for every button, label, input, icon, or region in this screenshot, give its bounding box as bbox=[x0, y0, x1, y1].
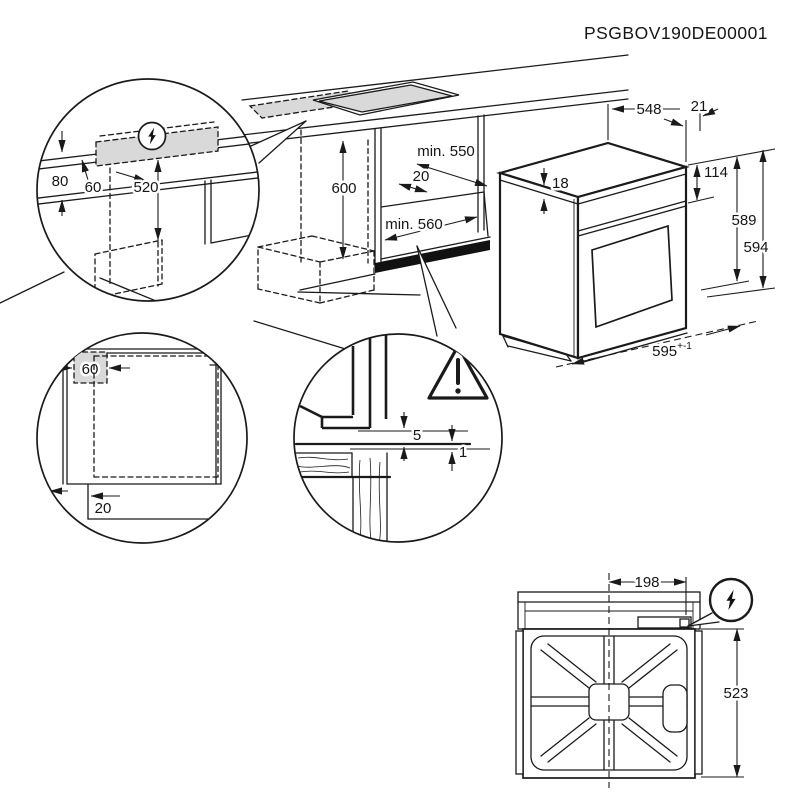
dim-niche-depth: min. 550 bbox=[417, 143, 475, 160]
back-panel-port bbox=[662, 684, 688, 733]
detail-circle-gaps: 5 1 bbox=[293, 333, 503, 543]
dim-top-inset: 18 bbox=[552, 175, 569, 192]
dim-height-front: 594 bbox=[743, 239, 768, 256]
dim-niche-height: 600 bbox=[331, 180, 356, 197]
ventilation-strip bbox=[375, 240, 490, 273]
cable-entry-box bbox=[679, 618, 690, 628]
worktop bbox=[241, 54, 629, 145]
oven-dimension-labels: 548 21 18 114 589 594 595+-1 bbox=[540, 96, 776, 368]
dashed-drawer-box bbox=[257, 235, 375, 304]
mount-flange-right bbox=[694, 630, 703, 775]
dim-worktop-thickness: 80 bbox=[52, 173, 69, 190]
rear-view: 198 523 bbox=[515, 572, 754, 788]
callout-wedge-gap-detail bbox=[416, 245, 457, 337]
dim-front-overhang: 21 bbox=[691, 98, 708, 115]
dim-panel-height: 114 bbox=[704, 164, 728, 181]
dim-plinth-recess: 20 bbox=[95, 500, 112, 517]
mount-flange-left bbox=[515, 630, 524, 775]
hob-cutout bbox=[312, 81, 460, 116]
dim-zone-height: 520 bbox=[133, 179, 158, 196]
dim-cable-offset: 198 bbox=[634, 574, 659, 591]
dim-niche-width: min. 560 bbox=[385, 216, 443, 233]
electrical-balloon-icon bbox=[687, 577, 754, 627]
dim-oven-width: 595+-1 bbox=[652, 341, 692, 360]
niche-dimensions: 600 min. 550 20 min. 560 bbox=[329, 140, 488, 260]
dim-rear-clearance: 20 bbox=[413, 168, 430, 185]
oven-door-window bbox=[591, 224, 673, 329]
detail2-oven-outline-dashed bbox=[93, 355, 219, 478]
detail-circle-side: 60 20 bbox=[36, 332, 248, 544]
detail1-dashed-drawer bbox=[94, 239, 163, 299]
oven-plinth bbox=[502, 335, 572, 362]
dim-side-zone-width: 60 bbox=[82, 361, 99, 378]
wood-panels bbox=[294, 452, 392, 542]
kitchen-scene: 600 min. 550 20 min. 560 bbox=[0, 54, 776, 368]
dim-frame-gap: 5 bbox=[413, 427, 421, 444]
dim-height-rear: 589 bbox=[731, 212, 756, 229]
detail-circle-connection: 80 60 520 bbox=[36, 78, 260, 302]
dim-zone-offset: 60 bbox=[85, 179, 102, 196]
cabinet-niche bbox=[0, 114, 491, 352]
dim-door-clearance: 1 bbox=[459, 444, 467, 461]
dim-body-depth: 548 bbox=[636, 101, 661, 118]
oven bbox=[496, 141, 690, 364]
electrical-icon bbox=[137, 121, 167, 151]
warning-icon bbox=[427, 344, 489, 400]
terminal-strip bbox=[637, 616, 692, 629]
dim-cable-height: 523 bbox=[723, 685, 748, 702]
callout-wedge-connection bbox=[250, 120, 307, 164]
part-code: PSGBOV190DE00001 bbox=[584, 23, 768, 43]
